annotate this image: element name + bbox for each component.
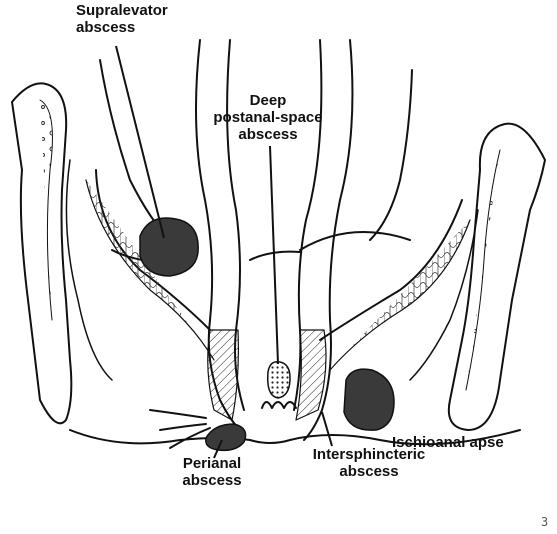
- deep-postanal-abscess: [268, 362, 290, 398]
- left-pelvic-wall: [12, 83, 71, 423]
- perianal-abscess: [206, 424, 246, 450]
- ischioanal-abscess: [344, 369, 394, 430]
- supralevator-abscess: [140, 218, 198, 276]
- ischioanal-label: Ischioanal apse: [392, 434, 504, 451]
- ischioanal-label-text: Ischioanal apse: [392, 434, 504, 451]
- supralevator-label-text: Supralevator abscess: [76, 2, 168, 36]
- pelvic-floor-right: [300, 232, 410, 250]
- intersphincteric-label: Intersphincteric abscess: [294, 446, 444, 480]
- leader-intersphincteric: [322, 412, 332, 446]
- page-number: 3: [541, 515, 548, 529]
- leader-deep-postanal: [270, 146, 278, 364]
- supralevator-label: Supralevator abscess: [76, 2, 168, 36]
- intersphincteric-label-text: Intersphincteric abscess: [313, 446, 426, 480]
- leader-supralevator: [116, 46, 164, 238]
- perianal-label-text: Perianal abscess: [182, 455, 241, 489]
- perianal-label: Perianal abscess: [160, 455, 264, 489]
- deep-postanal-label: Deep postanal-space abscess: [198, 92, 338, 143]
- deep-postanal-label-text: Deep postanal-space abscess: [213, 92, 322, 143]
